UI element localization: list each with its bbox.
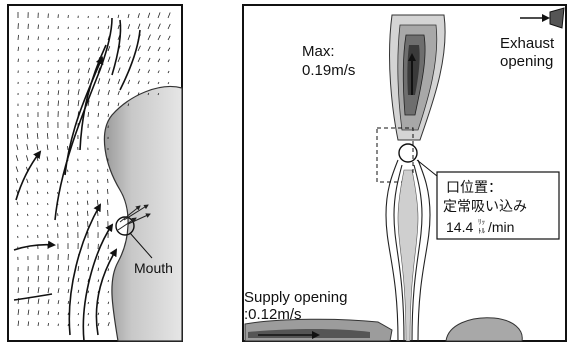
velocity-vector bbox=[78, 38, 79, 40]
max-value-label: 0.19m/s bbox=[302, 62, 355, 79]
velocity-vector bbox=[68, 181, 69, 183]
velocity-vector bbox=[28, 123, 29, 128]
supply-opening-label: Supply opening bbox=[244, 289, 347, 306]
velocity-vector bbox=[48, 214, 49, 216]
velocity-vector bbox=[88, 27, 89, 29]
velocity-vector bbox=[58, 324, 59, 326]
velocity-vector bbox=[48, 81, 49, 84]
velocity-vector bbox=[48, 25, 49, 29]
velocity-vector bbox=[68, 192, 69, 194]
exhaust-opening-icon bbox=[550, 8, 564, 28]
velocity-vector bbox=[18, 59, 19, 62]
velocity-vector bbox=[38, 25, 39, 29]
annotation-line-2: 定常吸い込み bbox=[443, 198, 527, 214]
annotation-unit-suffix: /min bbox=[488, 219, 514, 235]
velocity-vector bbox=[68, 170, 69, 172]
annotation-flow-value: 14.4 bbox=[446, 219, 473, 235]
annotation-unit-top: ﾘｯ bbox=[478, 219, 485, 226]
velocity-vector bbox=[18, 225, 19, 227]
annotation-line-1: 口位置： bbox=[446, 179, 502, 195]
head-circle bbox=[399, 144, 417, 162]
max-label: Max: bbox=[302, 43, 335, 60]
velocity-vector bbox=[108, 245, 109, 249]
right-panel: Max: 0.19m/s Exhaust opening Supply open… bbox=[243, 5, 566, 341]
velocity-vector bbox=[58, 223, 59, 227]
velocity-vector bbox=[18, 124, 19, 128]
velocity-vector bbox=[68, 324, 69, 326]
exhaust-label: Exhaust bbox=[500, 35, 555, 52]
velocity-vector bbox=[68, 146, 69, 150]
velocity-vector bbox=[28, 48, 29, 51]
annotation-unit-bottom: ﾄﾙ bbox=[478, 228, 486, 235]
mouth-label: Mouth bbox=[134, 260, 173, 276]
velocity-vector bbox=[88, 181, 89, 184]
velocity-vector bbox=[78, 222, 79, 227]
velocity-vector bbox=[58, 192, 59, 194]
velocity-vector bbox=[18, 35, 19, 40]
velocity-vector bbox=[108, 179, 109, 183]
velocity-vector bbox=[58, 60, 59, 62]
velocity-vector bbox=[38, 214, 39, 216]
velocity-vector bbox=[58, 134, 59, 140]
left-panel: Mouth bbox=[8, 5, 182, 341]
velocity-vector bbox=[48, 224, 49, 227]
velocity-vector bbox=[28, 276, 29, 282]
velocity-vector bbox=[68, 38, 69, 40]
velocity-vector bbox=[48, 71, 49, 73]
velocity-vector bbox=[38, 48, 39, 51]
velocity-vector bbox=[48, 265, 49, 271]
velocity-vector bbox=[38, 37, 39, 41]
velocity-vector bbox=[78, 191, 79, 194]
supply-velocity-label: :0.12m/s bbox=[244, 306, 302, 323]
velocity-vector bbox=[58, 213, 59, 216]
velocity-vector bbox=[98, 180, 99, 183]
exhaust-opening-label: opening bbox=[500, 53, 553, 70]
velocity-vector bbox=[48, 203, 49, 205]
velocity-vector bbox=[48, 37, 49, 40]
velocity-vector bbox=[58, 49, 59, 51]
